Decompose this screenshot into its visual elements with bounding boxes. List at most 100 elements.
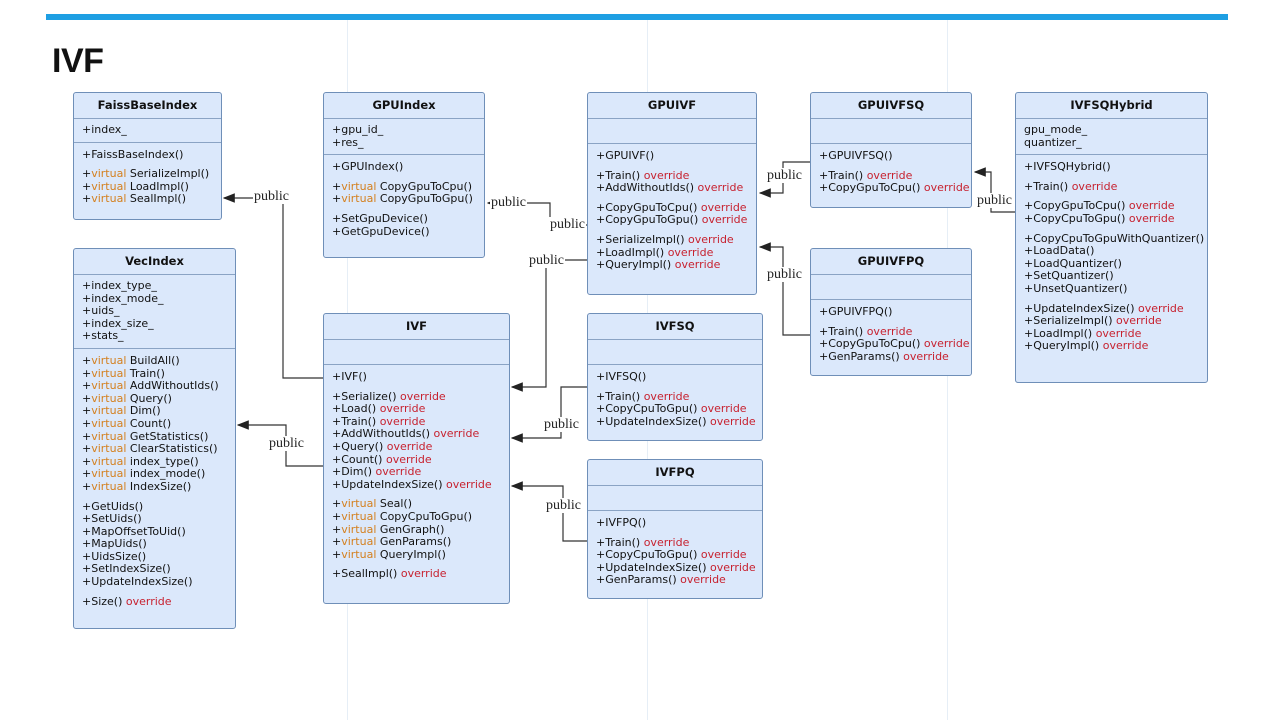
- method-text: +: [82, 192, 92, 206]
- method-text: +IVFPQ(): [596, 516, 647, 529]
- method: +AddWithoutIds() override: [596, 181, 748, 195]
- method-text: +LoadQuantizer(): [1024, 256, 1122, 270]
- title-accent-bar: [46, 14, 1228, 20]
- class-attributes: [588, 340, 762, 365]
- override-keyword: override: [701, 213, 748, 227]
- method-text: +GetUids(): [82, 499, 144, 513]
- override-keyword: override: [700, 548, 747, 562]
- override-keyword: override: [903, 349, 949, 363]
- method: +Train() override: [596, 389, 754, 404]
- override-keyword: override: [379, 402, 426, 416]
- method-text: +CopyCpuToGpu(): [1024, 211, 1129, 225]
- method-text: +IVF(): [332, 370, 367, 383]
- method-text: +: [332, 192, 342, 206]
- method-text: +GPUIVF(): [596, 149, 655, 162]
- method: +CopyGpuToCpu() override: [819, 337, 970, 351]
- method-text: +LoadData(): [1024, 244, 1095, 258]
- override-keyword: override: [710, 560, 756, 574]
- override-keyword: override: [923, 181, 970, 195]
- method-text: IndexSize(): [126, 479, 192, 493]
- edge-label: public: [268, 436, 305, 451]
- virtual-keyword: virtual: [341, 509, 377, 523]
- override-keyword: override: [923, 337, 970, 351]
- attribute: gpu_mode_: [1024, 123, 1088, 136]
- method-text: Dim(): [126, 404, 161, 418]
- method-text: +: [82, 479, 92, 493]
- method-text: +: [332, 497, 342, 511]
- class-name: IVFSQHybrid: [1016, 93, 1207, 119]
- virtual-keyword: virtual: [341, 535, 377, 549]
- method-text: +GPUIVFSQ(): [819, 149, 893, 162]
- method-text: +CopyGpuToCpu(): [819, 337, 924, 351]
- method-text: +CopyGpuToCpu(): [1024, 199, 1129, 213]
- override-keyword: override: [386, 439, 433, 453]
- method-text: +Train(): [819, 168, 867, 182]
- edge-label: public: [490, 195, 527, 210]
- method: +UpdateIndexSize() override: [1024, 302, 1199, 316]
- class-methods: +IVF()+Serialize() override+Load() overr…: [324, 365, 509, 587]
- method: +Count() override: [332, 453, 501, 467]
- method: +CopyCpuToGpu() override: [596, 548, 754, 562]
- attribute: +res_: [332, 135, 364, 149]
- method: +virtual CopyGpuToCpu(): [332, 180, 476, 194]
- method: +LoadImpl() override: [596, 246, 748, 260]
- virtual-keyword: virtual: [91, 404, 127, 418]
- class-attributes: +index_: [74, 119, 221, 143]
- method-text: +GPUIVFPQ(): [819, 305, 893, 318]
- method-text: +UpdateIndexSize(): [82, 575, 193, 589]
- method-text: +Train(): [596, 389, 644, 403]
- method-text: index_mode(): [126, 467, 206, 481]
- override-keyword: override: [400, 567, 447, 581]
- class-methods: +GPUIndex()+virtual CopyGpuToCpu()+virtu…: [324, 155, 484, 244]
- class-name: IVF: [324, 314, 509, 340]
- method: +GenParams() override: [596, 574, 754, 587]
- method-text: +CopyCpuToGpu(): [596, 548, 701, 562]
- method: +IVFSQHybrid(): [1024, 160, 1199, 174]
- method: +virtual GenParams(): [332, 535, 501, 549]
- attribute: +gpu_id_: [332, 123, 384, 136]
- override-keyword: override: [700, 402, 747, 416]
- method-text: +Dim(): [332, 465, 376, 479]
- method-text: AddWithoutIds(): [126, 379, 219, 393]
- class-methods: +GPUIVFPQ()+Train() override+CopyGpuToCp…: [811, 300, 971, 369]
- method-text: +: [82, 179, 92, 193]
- method-text: GenGraph(): [376, 522, 445, 536]
- method-text: +UpdateIndexSize(): [596, 414, 710, 428]
- override-keyword: override: [643, 168, 690, 182]
- method: +virtual AddWithoutIds(): [82, 379, 227, 393]
- virtual-keyword: virtual: [91, 467, 127, 481]
- method-text: +: [82, 442, 92, 456]
- method: +CopyCpuToGpuWithQuantizer(): [1024, 232, 1204, 246]
- method: +Train() override: [1024, 180, 1199, 194]
- method-text: Seal(): [376, 497, 413, 511]
- class-attributes: [811, 275, 971, 300]
- class-ivf: IVF+IVF()+Serialize() override+Load() ov…: [323, 313, 510, 604]
- method: +QueryImpl() override: [1024, 340, 1199, 353]
- virtual-keyword: virtual: [91, 179, 127, 193]
- class-name: FaissBaseIndex: [74, 93, 221, 119]
- override-keyword: override: [643, 389, 690, 403]
- method: +CopyCpuToGpu() override: [596, 402, 754, 416]
- method-text: +Size(): [82, 594, 126, 608]
- method-text: +: [332, 522, 342, 536]
- method-text: +: [82, 404, 92, 418]
- method: +LoadData(): [1024, 244, 1199, 258]
- method: +Train() override: [596, 168, 748, 183]
- override-keyword: override: [1116, 314, 1162, 328]
- method-text: +QueryImpl(): [1024, 339, 1103, 353]
- method: +CopyGpuToCpu() override: [1024, 200, 1199, 213]
- class-vecindex: VecIndex+index_type_+index_mode_+uids_+i…: [73, 248, 236, 629]
- method: +virtual GenGraph(): [332, 522, 501, 537]
- class-ivfpq: IVFPQ+IVFPQ()+Train() override+CopyCpuTo…: [587, 459, 763, 599]
- method-text: +: [332, 535, 342, 549]
- method-text: Query(): [126, 391, 172, 405]
- override-keyword: override: [375, 465, 422, 479]
- method: +AddWithoutIds() override: [332, 428, 501, 441]
- method: +QueryImpl() override: [596, 258, 748, 272]
- method-text: +CopyCpuToGpu(): [596, 402, 701, 416]
- method-text: +CopyGpuToCpu(): [819, 181, 924, 195]
- slide-title: IVF: [52, 42, 104, 80]
- override-keyword: override: [674, 258, 721, 272]
- method: +Train() override: [819, 168, 963, 183]
- method-text: +IVFSQ(): [596, 370, 647, 383]
